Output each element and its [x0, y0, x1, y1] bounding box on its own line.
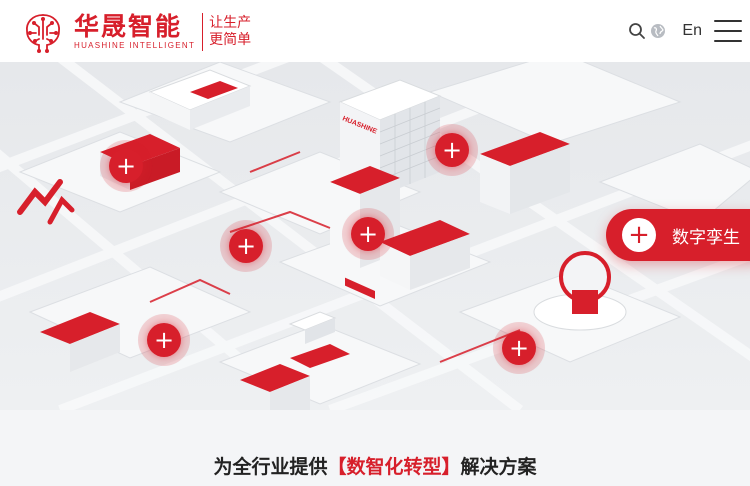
hero-factory-illustration: HUASHINE + + + + + + + 数字孪生 — [0, 62, 750, 410]
digital-twin-button[interactable]: + 数字孪生 — [606, 209, 750, 261]
plus-icon: + — [229, 229, 263, 263]
header-tools: En — [628, 16, 742, 46]
hotspot-marker[interactable]: + — [426, 124, 478, 176]
slogan-line-2: 更简单 — [209, 32, 252, 48]
hotspot-marker[interactable]: + — [493, 322, 545, 374]
digital-twin-label: 数字孪生 — [672, 227, 740, 248]
plus-icon: + — [147, 323, 181, 357]
logo-wordmark: 华晟智能 HUASHINE INTELLIGENT — [74, 13, 195, 51]
plus-icon: + — [435, 133, 469, 167]
headline-highlight: 【数智化转型】 — [327, 456, 461, 478]
hotspot-marker[interactable]: + — [100, 140, 152, 192]
logo-divider — [202, 13, 204, 51]
hamburger-menu-icon[interactable] — [714, 20, 742, 42]
brand-logo[interactable]: 华晟智能 HUASHINE INTELLIGENT 让生产 更简单 — [18, 8, 258, 56]
circuit-brain-logo-icon — [26, 14, 60, 53]
logo-english-name: HUASHINE INTELLIGENT — [74, 41, 196, 50]
slogan-line-1: 让生产 — [209, 15, 252, 31]
solutions-section: 为全行业提供【数智化转型】解决方案 — [0, 410, 750, 486]
plus-icon: + — [622, 218, 656, 252]
plus-icon: + — [351, 217, 385, 251]
headline-suffix: 解决方案 — [460, 456, 537, 478]
hotspot-marker[interactable]: + — [138, 314, 190, 366]
globe-icon[interactable] — [650, 23, 666, 39]
logo-chinese-name: 华晟智能 — [74, 12, 183, 41]
hotspot-marker[interactable]: + — [220, 220, 272, 272]
section-headline: 为全行业提供【数智化转型】解决方案 — [0, 452, 750, 479]
plus-icon: + — [502, 331, 536, 365]
headline-prefix: 为全行业提供 — [213, 456, 328, 478]
hotspot-marker[interactable]: + — [342, 208, 394, 260]
logo-slogan: 让生产 更简单 — [209, 15, 251, 49]
plus-icon: + — [109, 149, 143, 183]
language-switch[interactable]: En — [682, 22, 702, 39]
site-header: 华晟智能 HUASHINE INTELLIGENT 让生产 更简单 En — [0, 0, 750, 62]
search-icon[interactable] — [628, 22, 646, 40]
